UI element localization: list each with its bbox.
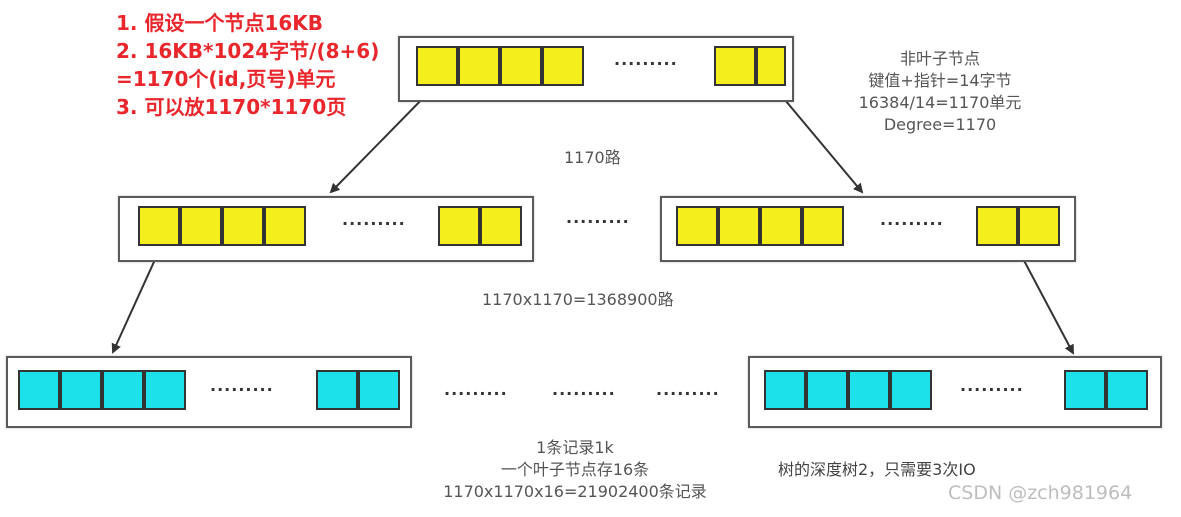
leaf-cell (316, 370, 358, 410)
leaf-info-line: 1170x1170x16=21902400条记录 (443, 482, 707, 501)
root-cell (416, 46, 458, 86)
internal-cell (222, 206, 264, 246)
nonleaf-info-line: Degree=1170 (883, 115, 997, 134)
leaf-cell (890, 370, 932, 410)
leaf-cell (764, 370, 806, 410)
internal-cell (760, 206, 802, 246)
internal-cell (1018, 206, 1060, 246)
leaf-node-left: ········· (6, 356, 412, 428)
leaf-ellipsis: ········· (210, 380, 274, 399)
internal-cell (264, 206, 306, 246)
root-cell (500, 46, 542, 86)
between-leaf-ellipsis: ········· (552, 384, 616, 403)
root-cell (756, 46, 786, 86)
depth-info: 树的深度树2，只需要3次IO (778, 460, 976, 479)
note-line-1: 1. 假设一个节点16KB (116, 11, 324, 35)
leaf-ellipsis: ········· (960, 380, 1024, 399)
internal-node-left: ········· (118, 196, 534, 262)
note-line-2: 2. 16KB*1024字节/(8+6) (116, 39, 380, 63)
edge-left-leaf (111, 252, 159, 354)
leaf-cell (1106, 370, 1148, 410)
nonleaf-info-line: 非叶子节点 (899, 49, 980, 68)
internal-cell (480, 206, 522, 246)
internal-node-right: ········· (660, 196, 1076, 262)
root-cell (542, 46, 584, 86)
level2-paths-label: 1170x1170=1368900路 (482, 290, 674, 309)
leaf-cell (806, 370, 848, 410)
leaf-info-line: 一个叶子节点存16条 (500, 460, 650, 479)
internal-cell (976, 206, 1018, 246)
nonleaf-info-line: 16384/14=1170单元 (858, 93, 1022, 112)
edge-root-right (774, 87, 864, 194)
leaf-cell (358, 370, 400, 410)
between-leaf-ellipsis: ········· (656, 384, 720, 403)
leaf-cell (848, 370, 890, 410)
edge-root-left (329, 87, 434, 194)
leaf-cell (18, 370, 60, 410)
internal-cell (180, 206, 222, 246)
assumption-notes: 1. 假设一个节点16KB 2. 16KB*1024字节/(8+6) =1170… (116, 10, 379, 122)
leaf-info: 1条记录1k 一个叶子节点存16条 1170x1170x16=21902400条… (410, 437, 740, 503)
root-ellipsis: ········· (614, 54, 678, 73)
leaf-info-line: 1条记录1k (536, 438, 614, 457)
between-internal-ellipsis: ········· (566, 212, 630, 231)
root-node: ········· (398, 36, 794, 102)
leaf-cell (1064, 370, 1106, 410)
internal-cell (802, 206, 844, 246)
note-line-3: =1170个(id,页号)单元 (116, 67, 336, 91)
leaf-cell (60, 370, 102, 410)
internal-cell (438, 206, 480, 246)
internal-cell (138, 206, 180, 246)
between-leaf-ellipsis: ········· (444, 384, 508, 403)
leaf-cell (102, 370, 144, 410)
root-cell (714, 46, 756, 86)
edge-right-leaf (1019, 252, 1074, 355)
watermark: CSDN @zch981964 (948, 482, 1133, 504)
nonleaf-info-line: 键值+指针=14字节 (868, 71, 1012, 90)
internal-cell (676, 206, 718, 246)
leaf-cell (144, 370, 186, 410)
internal-ellipsis: ········· (880, 214, 944, 233)
internal-ellipsis: ········· (342, 214, 406, 233)
note-line-4: 3. 可以放1170*1170页 (116, 95, 347, 119)
nonleaf-info: 非叶子节点 键值+指针=14字节 16384/14=1170单元 Degree=… (840, 48, 1040, 136)
internal-cell (718, 206, 760, 246)
leaf-node-right: ········· (748, 356, 1162, 428)
root-cell (458, 46, 500, 86)
level1-paths-label: 1170路 (564, 148, 621, 167)
